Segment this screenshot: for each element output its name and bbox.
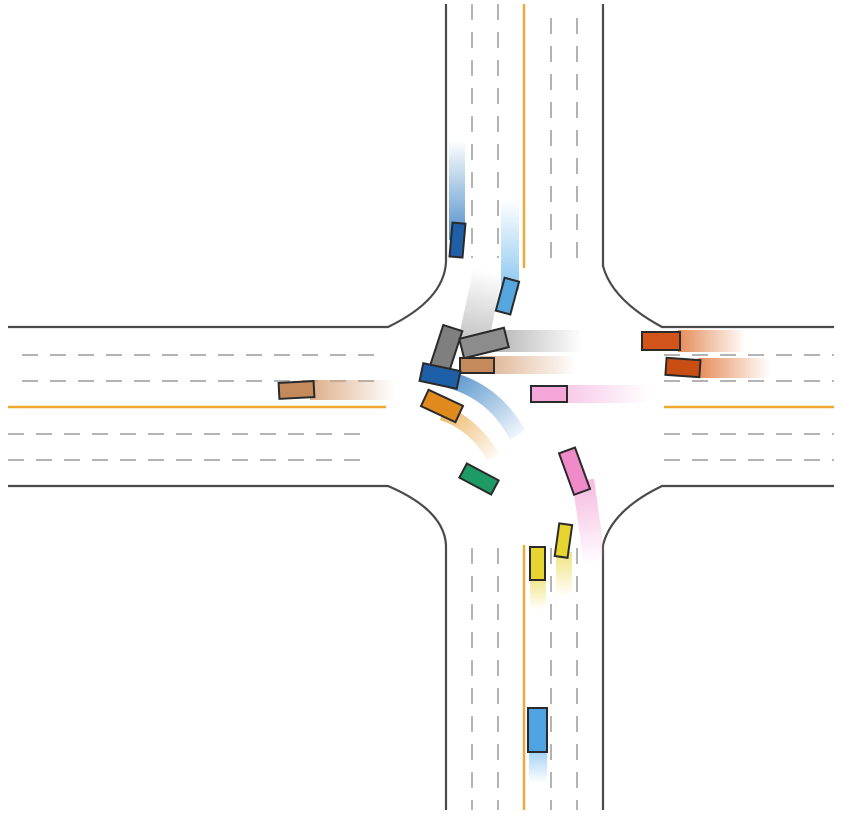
trail-gray-up — [459, 267, 503, 343]
trail-blue-north-1 — [449, 140, 465, 240]
south-road-right-edge — [601, 484, 834, 810]
vehicle-tan-center[interactable] — [459, 357, 495, 374]
vehicle-trails — [310, 140, 770, 783]
road-edges — [8, 4, 834, 810]
vehicle-yellow-south-2[interactable] — [553, 522, 574, 559]
trail-yellow-south-1 — [530, 575, 546, 610]
center-lines — [8, 4, 834, 810]
lane-dividers — [8, 4, 834, 810]
north-road-right-edge — [601, 4, 834, 329]
trail-tan-west — [310, 380, 395, 400]
vehicle-yellow-south-1[interactable] — [529, 546, 546, 581]
vehicle-pink-center[interactable] — [530, 385, 568, 403]
trail-lightblue-north-2 — [501, 200, 519, 290]
vehicle-orange-east-1[interactable] — [641, 331, 681, 351]
vehicle-blue-center[interactable] — [418, 362, 462, 390]
trail-pink-down — [572, 478, 606, 567]
vehicle-lightblue-south[interactable] — [527, 707, 548, 753]
north-road-left-edge — [8, 4, 448, 329]
trail-blue-diag — [448, 372, 525, 440]
vehicle-tan-west[interactable] — [277, 380, 316, 400]
vehicles — [277, 221, 702, 753]
vehicle-blue-north-1[interactable] — [448, 221, 467, 259]
vehicle-gray-center-2[interactable] — [458, 326, 510, 360]
vehicle-orange-east-2[interactable] — [664, 356, 702, 379]
trail-orange-east-1 — [678, 330, 746, 352]
trail-orange-east-2 — [698, 358, 770, 378]
trail-gray-right — [490, 330, 582, 352]
trail-pink-right — [560, 385, 650, 403]
vehicle-orange-center[interactable] — [419, 388, 465, 424]
trail-yellow-south-2 — [556, 552, 572, 597]
trail-lightblue-south — [529, 745, 547, 783]
south-road-left-edge — [8, 484, 448, 810]
vehicle-green-center[interactable] — [457, 462, 501, 496]
trail-tan-right — [480, 356, 576, 374]
vehicle-pink-south[interactable] — [557, 446, 592, 497]
vehicle-lightblue-north-2[interactable] — [494, 276, 521, 316]
